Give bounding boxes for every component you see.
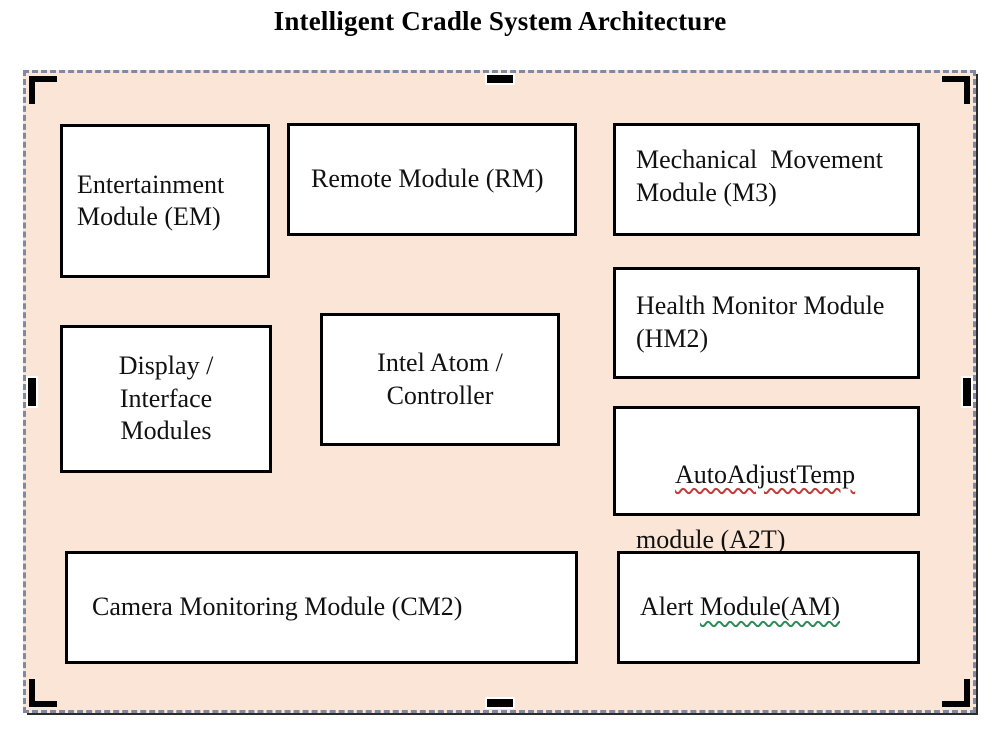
module-label-remote: Remote Module (RM) xyxy=(311,164,544,194)
crop-handle-top-left[interactable] xyxy=(29,76,57,104)
selected-image-canvas[interactable]: Entertainment Module (EM) Remote Module … xyxy=(23,70,976,713)
module-box-camera-monitoring: Camera Monitoring Module (CM2) xyxy=(65,551,578,664)
resize-handle-left[interactable] xyxy=(28,377,36,406)
module-label-entertainment: Entertainment Module (EM) xyxy=(77,169,225,232)
module-label-display-interface: Display / Interface Modules xyxy=(118,351,214,446)
crop-handle-bottom-right[interactable] xyxy=(942,679,970,707)
module-box-alert: Alert Module(AM) xyxy=(617,551,920,664)
module-label-a2t-line1-misspelled: AutoAdjustTemp xyxy=(675,459,856,489)
resize-handle-right[interactable] xyxy=(963,377,971,406)
module-box-entertainment: Entertainment Module (EM) xyxy=(60,124,270,278)
module-box-auto-adjust-temp: AutoAdjustTemp module (A2T) xyxy=(613,406,920,554)
crop-handle-bottom-left[interactable] xyxy=(29,679,57,707)
module-label-intel-atom-controller: Intel Atom / Controller xyxy=(377,348,503,410)
module-label-camera-monitoring: Camera Monitoring Module (CM2) xyxy=(92,592,463,622)
module-label-a2t-line2: module (A2T) xyxy=(636,524,786,554)
module-label-alert-grammar-flagged: Module(AM) xyxy=(699,592,841,622)
resize-handle-bottom[interactable] xyxy=(486,699,513,707)
module-box-intel-atom-controller: Intel Atom / Controller xyxy=(320,313,560,446)
resize-handle-top[interactable] xyxy=(486,75,513,83)
module-label-mechanical-movement: Mechanical Movement Module (M3) xyxy=(636,145,883,207)
module-box-mechanical-movement: Mechanical Movement Module (M3) xyxy=(613,123,920,236)
module-label-health-monitor: Health Monitor Module (HM2) xyxy=(636,291,885,353)
module-box-health-monitor: Health Monitor Module (HM2) xyxy=(613,267,920,379)
page-title: Intelligent Cradle System Architecture xyxy=(273,6,727,36)
module-box-display-interface: Display / Interface Modules xyxy=(60,325,272,473)
module-box-remote: Remote Module (RM) xyxy=(287,123,577,236)
module-label-alert: Alert Module(AM) xyxy=(640,592,841,622)
crop-handle-top-right[interactable] xyxy=(942,76,970,104)
